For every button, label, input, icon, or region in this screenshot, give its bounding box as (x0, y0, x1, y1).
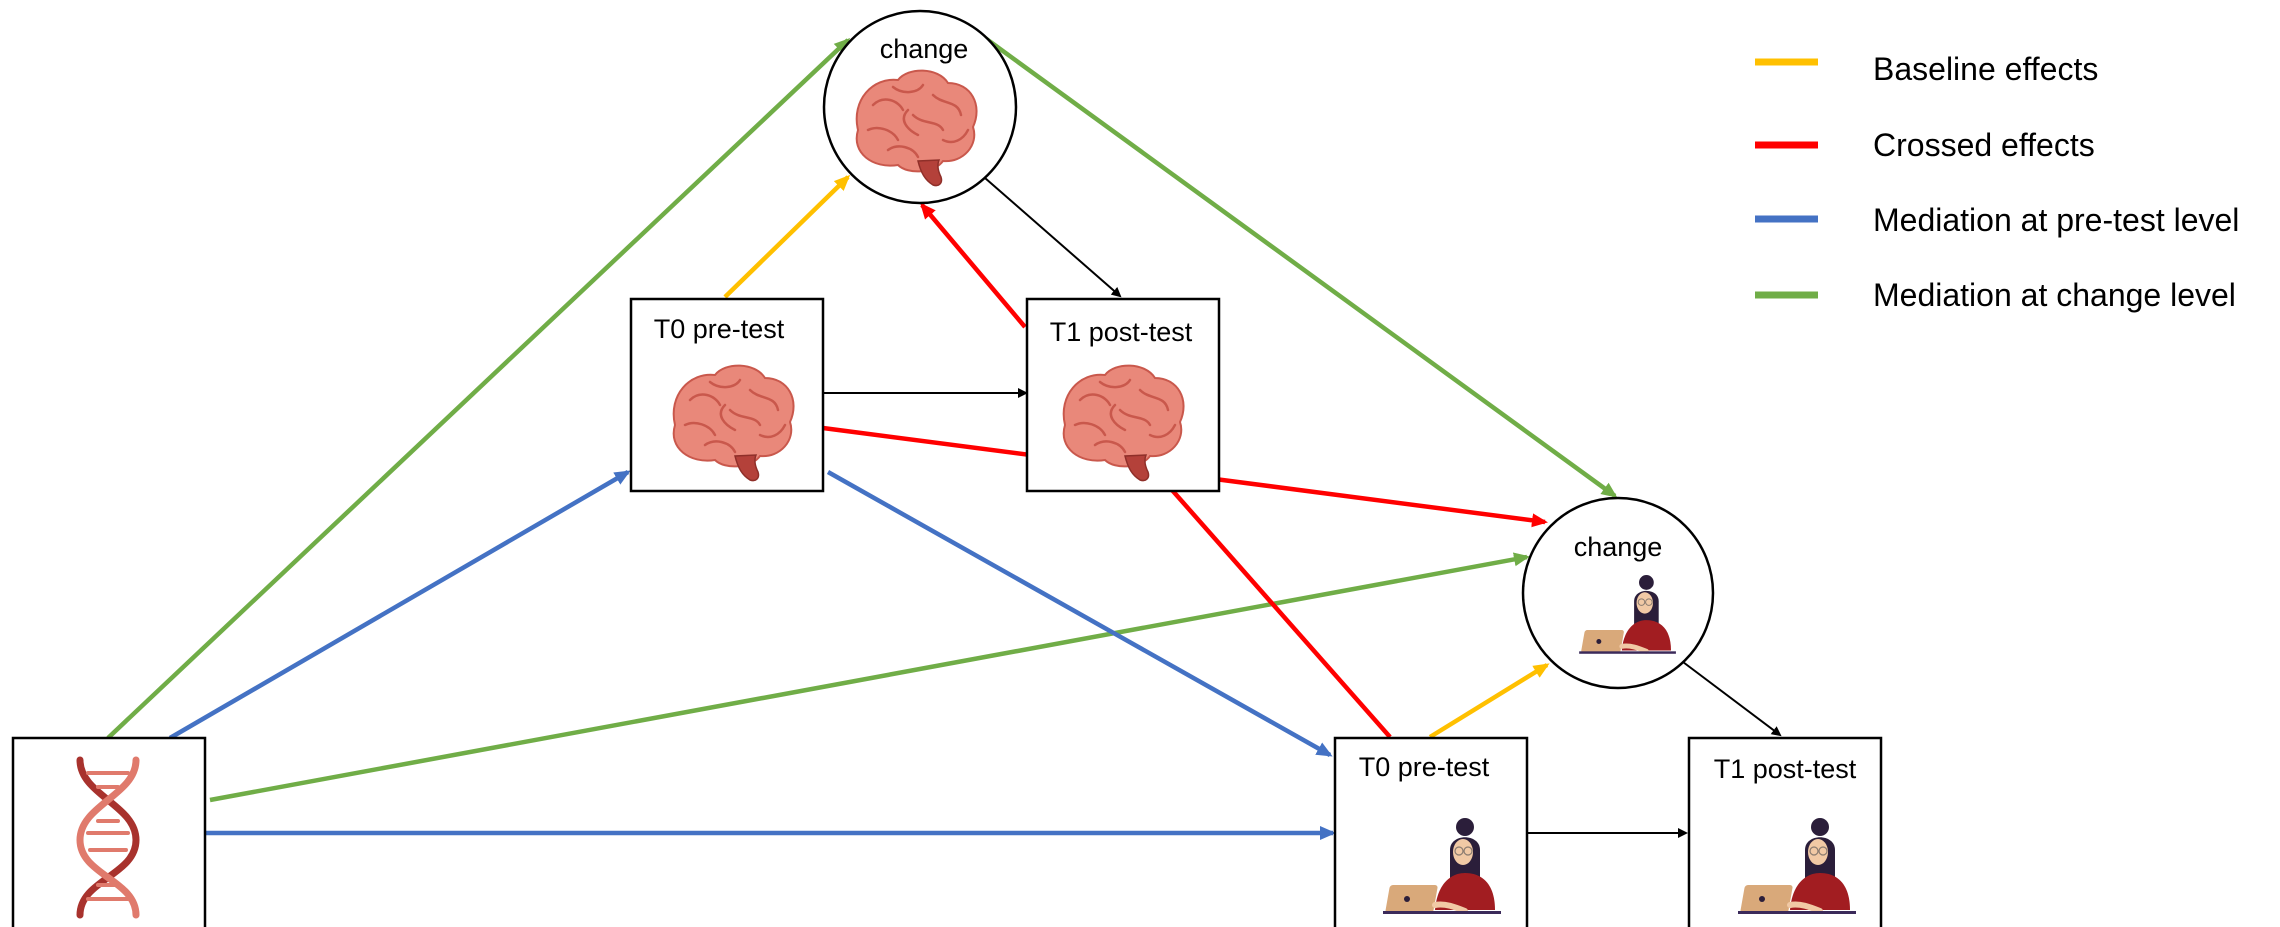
node-behaviour-t0-label: T0 pre-test (1359, 752, 1490, 782)
legend-label: Mediation at change level (1873, 277, 2236, 313)
legend: Baseline effects Crossed effects Mediati… (1755, 51, 2239, 313)
arrow-genes-to-brain-t0 (168, 470, 631, 740)
legend-label: Baseline effects (1873, 51, 2098, 87)
node-behaviour-t0: T0 pre-test (1333, 736, 1529, 927)
arrow-brain-t0-to-brain-change (723, 174, 851, 299)
arrow-genes-to-behav-change (209, 552, 1530, 803)
arrow-behav-t0-to-behav-change (1428, 663, 1550, 739)
node-behaviour-change-label: change (1574, 532, 1663, 562)
node-brain-t1: T1 post-test (1025, 297, 1221, 493)
arrow-behav-change-to-behav-t1 (1682, 661, 1782, 737)
legend-item-mediation-pretest: Mediation at pre-test level (1755, 202, 2239, 238)
legend-item-crossed: Crossed effects (1755, 127, 2095, 163)
node-genes (11, 736, 207, 927)
node-brain-change: change (822, 9, 1018, 205)
node-brain-change-label: change (880, 34, 969, 64)
legend-item-baseline: Baseline effects (1755, 51, 2098, 87)
paths (106, 36, 1782, 840)
arrow-brain-change-to-behav-change (983, 36, 1618, 498)
node-brain-t1-label: T1 post-test (1050, 317, 1193, 347)
arrow-brain-t0-to-behav-t0 (826, 470, 1333, 757)
legend-item-mediation-change: Mediation at change level (1755, 277, 2236, 313)
node-brain-t0-label: T0 pre-test (654, 314, 785, 344)
line-behav-t0-to-brain-t1 (1170, 488, 1392, 739)
arrow-brain-change-to-brain-t1 (984, 177, 1122, 298)
node-behaviour-t1: T1 post-test (1687, 736, 1883, 927)
node-behaviour-change: change (1521, 496, 1715, 690)
node-behaviour-t1-label: T1 post-test (1714, 754, 1857, 784)
arrow-brain-t1-to-brain-change (920, 202, 1027, 329)
legend-label: Mediation at pre-test level (1873, 202, 2239, 238)
node-brain-t0: T0 pre-test (629, 297, 825, 493)
legend-label: Crossed effects (1873, 127, 2095, 163)
arrow-genes-to-brain-change (106, 37, 851, 740)
